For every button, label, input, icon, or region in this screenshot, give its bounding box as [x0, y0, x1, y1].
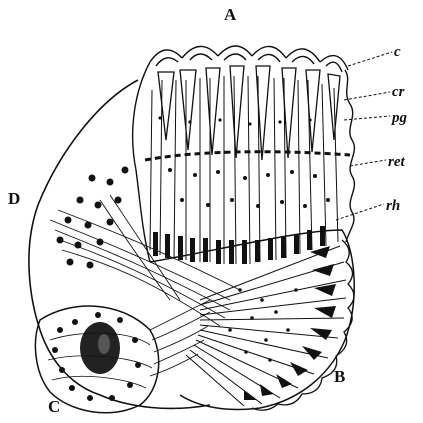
pigment-band — [145, 152, 350, 160]
label-A: A — [224, 5, 237, 24]
upper-eye-left-edge — [133, 62, 150, 262]
label-D: D — [8, 189, 20, 208]
label-c: c — [394, 44, 401, 60]
pigment-dots-upper — [158, 116, 330, 208]
label-B: B — [334, 367, 345, 386]
label-rh: rh — [386, 198, 400, 214]
lower-eye-cones — [244, 246, 336, 400]
label-cr: cr — [392, 84, 405, 100]
label-ret: ret — [388, 154, 405, 170]
label-leaders — [336, 52, 392, 220]
label-C: C — [48, 397, 60, 416]
ganglion-oval-highlight — [98, 334, 110, 354]
region-d-dots — [57, 167, 129, 269]
corneal-facets-top — [150, 46, 348, 72]
pigment-dots-lower — [228, 288, 298, 362]
label-pg: pg — [390, 110, 408, 126]
